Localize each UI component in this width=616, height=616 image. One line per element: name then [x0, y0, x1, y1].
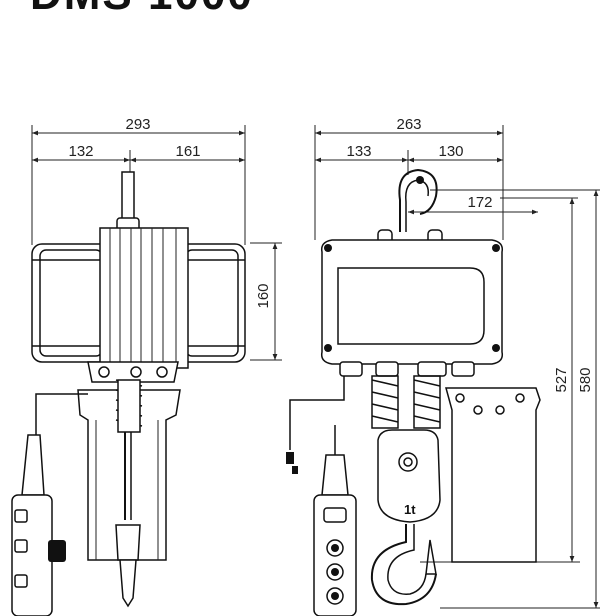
dim-front-right: 161 [175, 143, 200, 160]
side-hoist: 1t [286, 168, 541, 616]
dim-side-hook-offset: 172 [467, 194, 492, 211]
dim-height-min: 527 [553, 367, 570, 392]
capacity-mark: 1t [404, 502, 416, 517]
dim-front-height: 160 [255, 283, 272, 308]
front-hoist [11, 171, 246, 616]
dim-side-left: 133 [346, 143, 371, 160]
product-title: DMS 1000 [30, 0, 254, 20]
dim-height-max: 580 [577, 367, 594, 392]
front-view-dimensions: 293 132 161 160 [31, 116, 282, 361]
dim-side-total: 263 [396, 116, 421, 133]
dim-front-total: 293 [125, 116, 150, 133]
dim-side-right: 130 [438, 143, 463, 160]
dim-front-left: 132 [68, 143, 93, 160]
